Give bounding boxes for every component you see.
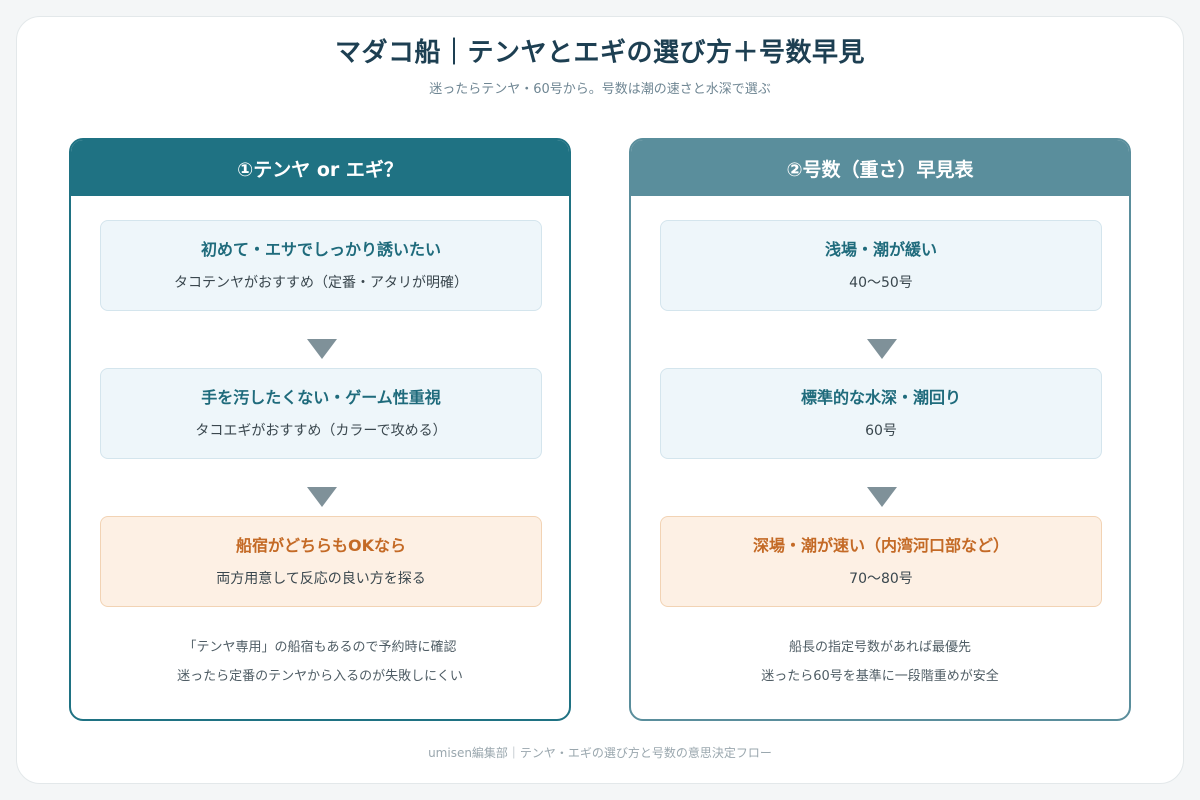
panel-note: 迷ったら定番のテンヤから入るのが失敗しにくい	[177, 669, 463, 684]
flow-step-desc: 40〜50号	[849, 275, 913, 291]
flow-step-title: 初めて・エサでしっかり誘いたい	[200, 240, 441, 259]
down-arrow-icon	[867, 339, 897, 359]
page-subtitle: 迷ったらテンヤ・60号から。号数は潮の速さと水深で選ぶ	[429, 82, 771, 97]
rig-choice-panel: ①テンヤ or エギ？ 初めて・エサでしっかり誘いたい タコテンヤがおすすめ（定…	[69, 138, 571, 721]
flow-step-shallow: 浅場・潮が緩い 40〜50号	[660, 220, 1102, 311]
down-arrow-icon	[307, 339, 337, 359]
down-arrow-icon	[867, 487, 897, 507]
flow-step-title: 深場・潮が速い（内湾河口部など）	[752, 536, 1009, 555]
flow-step-both-ok: 船宿がどちらもOKなら 両方用意して反応の良い方を探る	[100, 516, 542, 607]
flow-step-title: 浅場・潮が緩い	[824, 240, 937, 259]
down-arrow-icon	[307, 487, 337, 507]
flow-step-desc: 60号	[865, 423, 897, 439]
flow-step-desc: 70〜80号	[849, 571, 913, 587]
flow-step-desc: 両方用意して反応の良い方を探る	[216, 571, 426, 587]
weight-chart-panel: ②号数（重さ）早見表 浅場・潮が緩い 40〜50号 標準的な水深・潮回り 60号…	[629, 138, 1131, 721]
flow-step-deep-fast: 深場・潮が速い（内湾河口部など） 70〜80号	[660, 516, 1102, 607]
flow-step-egi-game: 手を汚したくない・ゲーム性重視 タコエギがおすすめ（カラーで攻める）	[100, 368, 542, 459]
weight-chart-panel-title: ②号数（重さ）早見表	[631, 140, 1129, 196]
flow-step-title: 手を汚したくない・ゲーム性重視	[201, 388, 441, 407]
flow-step-standard: 標準的な水深・潮回り 60号	[660, 368, 1102, 459]
panel-note: 船長の指定号数があれば最優先	[788, 640, 971, 655]
panel-note: 迷ったら60号を基準に一段階重めが安全	[761, 669, 999, 684]
flow-step-title: 船宿がどちらもOKなら	[235, 536, 406, 555]
panel-note: 「テンヤ専用」の船宿もあるので予約時に確認	[183, 640, 457, 655]
flow-step-desc: タコエギがおすすめ（カラーで攻める）	[195, 423, 447, 439]
page-title: マダコ船｜テンヤとエギの選び方＋号数早見	[334, 38, 865, 68]
flow-step-desc: タコテンヤがおすすめ（定番・アタリが明確）	[174, 275, 468, 291]
rig-choice-panel-title: ①テンヤ or エギ？	[71, 140, 569, 196]
flow-step-title: 標準的な水深・潮回り	[800, 388, 961, 407]
flow-step-bait-beginner: 初めて・エサでしっかり誘いたい タコテンヤがおすすめ（定番・アタリが明確）	[100, 220, 542, 311]
footer-credit: umisen編集部｜テンヤ・エギの選び方と号数の意思決定フロー	[428, 746, 772, 760]
